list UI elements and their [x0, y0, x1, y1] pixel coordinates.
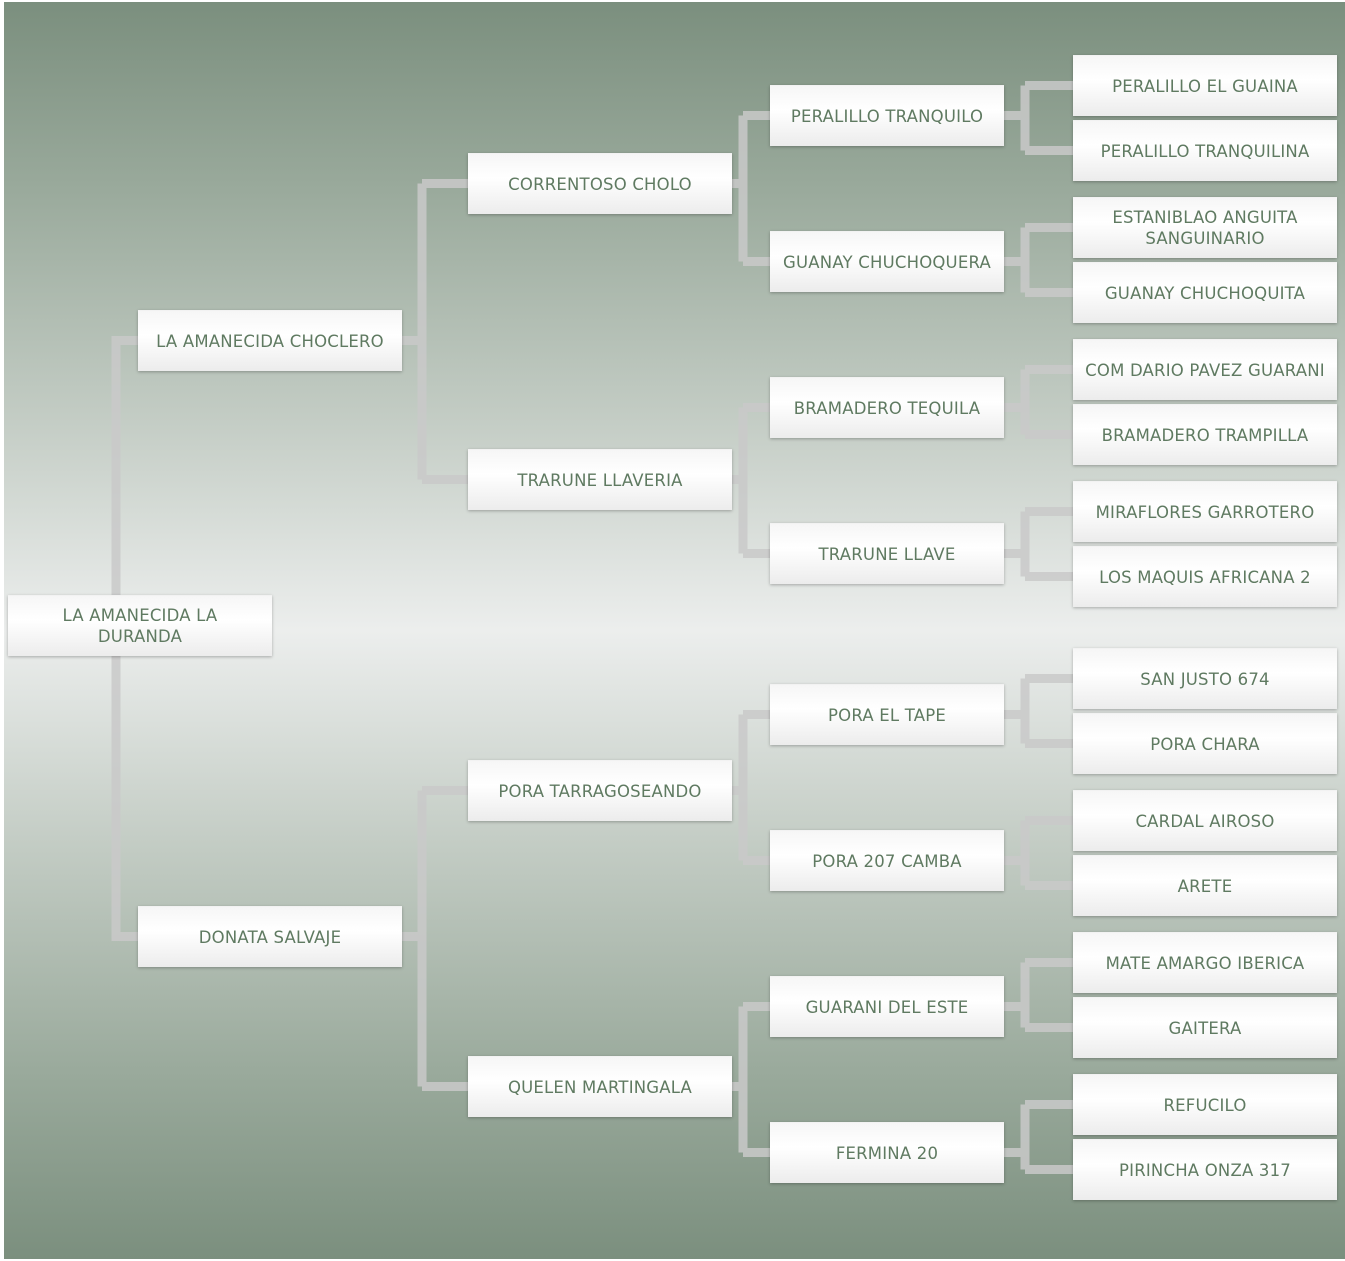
pedigree-dss: PORA EL TAPE [770, 684, 1004, 745]
node-label: MATE AMARGO IBERICA [1105, 953, 1305, 973]
node-label: PORA TARRAGOSEANDO [498, 781, 702, 801]
node-label: REFUCILO [1163, 1095, 1247, 1115]
pedigree-sddd: LOS MAQUIS AFRICANA 2 [1073, 546, 1337, 607]
connector-dd [732, 1002, 770, 1157]
node-label: PORA CHARA [1150, 734, 1260, 754]
pedigree-ssss: PERALILLO EL GUAINA [1073, 55, 1337, 116]
pedigree-ssdd: GUANAY CHUCHOQUITA [1073, 262, 1337, 323]
node-label: MIRAFLORES GARROTERO [1095, 502, 1315, 522]
node-label: GAITERA [1168, 1018, 1242, 1038]
connector-ss [732, 111, 770, 266]
node-label: FERMINA 20 [835, 1143, 939, 1163]
pedigree-sssd: PERALILLO TRANQUILINA [1073, 120, 1337, 181]
pedigree-ddss: MATE AMARGO IBERICA [1073, 932, 1337, 993]
pedigree-sdd: TRARUNE LLAVE [770, 523, 1004, 584]
connector-s [402, 179, 468, 484]
pedigree-sss: PERALILLO TRANQUILO [770, 85, 1004, 146]
connector-sdd [1004, 507, 1073, 581]
node-label: GUANAY CHUCHOQUERA [783, 252, 991, 272]
pedigree-dam-dam: QUELEN MARTINGALA [468, 1056, 732, 1117]
pedigree-ddd: FERMINA 20 [770, 1122, 1004, 1183]
connector-ds [732, 710, 770, 865]
node-label: ARETE [1177, 876, 1233, 896]
pedigree-sdds: MIRAFLORES GARROTERO [1073, 481, 1337, 542]
pedigree-dsds: CARDAL AIROSO [1073, 790, 1337, 851]
node-label: SAN JUSTO 674 [1140, 669, 1270, 689]
pedigree-ssds: ESTANIBLAO ANGUITA SANGUINARIO [1073, 197, 1337, 258]
pedigree-sire-sire: CORRENTOSO CHOLO [468, 153, 732, 214]
node-label: BRAMADERO TRAMPILLA [1101, 425, 1309, 445]
node-label: LA AMANECIDA LA DURANDA [62, 606, 218, 646]
node-label: ESTANIBLAO ANGUITA SANGUINARIO [1112, 208, 1298, 248]
node-label: QUELEN MARTINGALA [507, 1077, 693, 1097]
node-label: COM DARIO PAVEZ GUARANI [1085, 360, 1325, 380]
node-label: PIRINCHA ONZA 317 [1118, 1160, 1291, 1180]
pedigree-sds: BRAMADERO TEQUILA [770, 377, 1004, 438]
node-label: PERALILLO TRANQUILO [790, 106, 984, 126]
node-label: LOS MAQUIS AFRICANA 2 [1099, 567, 1311, 587]
node-label: DONATA SALVAJE [198, 927, 342, 947]
connector-dss [1004, 674, 1073, 748]
pedigree-dddd: PIRINCHA ONZA 317 [1073, 1139, 1337, 1200]
connector-subject [111, 336, 138, 941]
node-label: TRARUNE LLAVE [818, 544, 956, 564]
pedigree-dsdd: ARETE [1073, 855, 1337, 916]
node-label: PERALILLO EL GUAINA [1112, 76, 1298, 96]
pedigree-dam: DONATA SALVAJE [138, 906, 402, 967]
pedigree-dsss: SAN JUSTO 674 [1073, 648, 1337, 709]
connector-sd [732, 403, 770, 558]
node-label: CORRENTOSO CHOLO [508, 174, 692, 194]
node-label: CARDAL AIROSO [1135, 811, 1275, 831]
node-label: PORA EL TAPE [828, 705, 946, 725]
node-label: PORA 207 CAMBA [812, 851, 962, 871]
pedigree-ssd: GUANAY CHUCHOQUERA [770, 231, 1004, 292]
pedigree-ddds: REFUCILO [1073, 1074, 1337, 1135]
node-label: GUANAY CHUCHOQUITA [1104, 283, 1306, 303]
node-label: LA AMANECIDA CHOCLERO [156, 331, 384, 351]
pedigree-sdsd: BRAMADERO TRAMPILLA [1073, 404, 1337, 465]
pedigree-dsd: PORA 207 CAMBA [770, 830, 1004, 891]
connector-sds [1004, 365, 1073, 439]
pedigree-sire: LA AMANECIDA CHOCLERO [138, 310, 402, 371]
node-label: TRARUNE LLAVERIA [517, 470, 683, 490]
connector-dds [1004, 958, 1073, 1032]
pedigree-dam-sire: PORA TARRAGOSEANDO [468, 760, 732, 821]
pedigree-subject: LA AMANECIDA LA DURANDA [8, 595, 272, 656]
node-label: PERALILLO TRANQUILINA [1100, 141, 1310, 161]
connector-dsd [1004, 816, 1073, 890]
pedigree-dds: GUARANI DEL ESTE [770, 976, 1004, 1037]
node-label: GUARANI DEL ESTE [805, 997, 969, 1017]
pedigree-dssd: PORA CHARA [1073, 713, 1337, 774]
node-label: BRAMADERO TEQUILA [793, 398, 981, 418]
connector-ddd [1004, 1100, 1073, 1174]
pedigree-connectors [111, 81, 1073, 1174]
connector-d [402, 786, 468, 1091]
pedigree-chart: LA AMANECIDA LA DURANDA LA AMANECIDA CHO… [4, 2, 1345, 1259]
connector-ssd [1004, 223, 1073, 297]
pedigree-sdss: COM DARIO PAVEZ GUARANI [1073, 339, 1337, 400]
pedigree-sire-dam: TRARUNE LLAVERIA [468, 449, 732, 510]
pedigree-ddsd: GAITERA [1073, 997, 1337, 1058]
connector-sss [1004, 81, 1073, 155]
